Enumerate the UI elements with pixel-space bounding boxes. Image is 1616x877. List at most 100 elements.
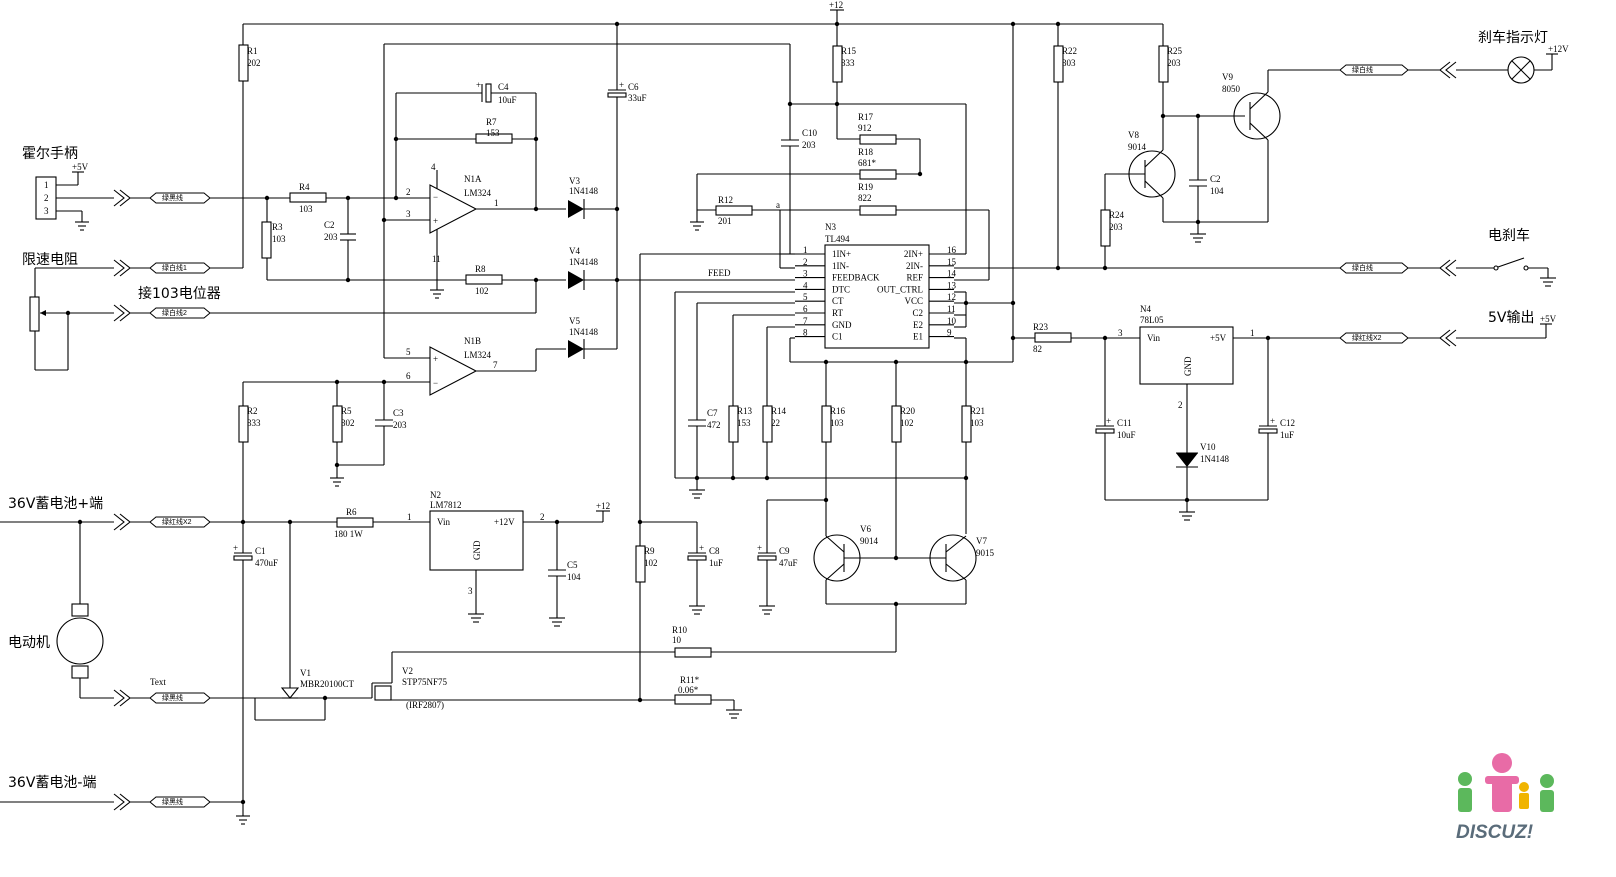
tl494-right-pin-label: C2 (912, 308, 923, 318)
tl494-wiring: a FEED (617, 24, 1058, 478)
svg-text:R15: R15 (841, 46, 857, 56)
tl494-left-pin-label: GND (832, 320, 852, 330)
svg-text:203: 203 (1109, 222, 1123, 232)
svg-text:9014: 9014 (1128, 142, 1147, 152)
svg-text:绿黑线: 绿黑线 (162, 797, 183, 806)
svg-text:+: + (699, 543, 704, 553)
svg-text:102: 102 (900, 418, 914, 428)
tl494-left-pin-label: C1 (832, 332, 843, 342)
svg-text:绿白线: 绿白线 (1352, 65, 1373, 74)
svg-text:绿黑线: 绿黑线 (162, 693, 183, 702)
svg-text:V4: V4 (569, 246, 580, 256)
tl494-left-pin-label: DTC (832, 284, 850, 294)
opamp-n1b: + − N1B LM324 5 6 7 (243, 43, 790, 396)
capacitor-c12: + C12 1uF (1258, 338, 1295, 500)
tl494-left-pin-number: 8 (803, 328, 808, 338)
brake-lamp-label: 刹车指示灯 (1478, 29, 1548, 46)
svg-text:绿白线: 绿白线 (1352, 263, 1373, 272)
svg-text:5: 5 (406, 347, 411, 357)
battery-plus-label: 36V蓄电池+端 (8, 496, 103, 512)
svg-text:1: 1 (1250, 328, 1255, 338)
tl494-left-pin-number: 5 (803, 292, 808, 302)
svg-text:MBR20100CT: MBR20100CT (300, 679, 355, 689)
tl494-left-pin-number: 4 (803, 280, 808, 290)
tl494-right-pin-number: 15 (947, 257, 957, 267)
svg-text:R19: R19 (858, 182, 874, 192)
regulator-n4: N4 78L05 Vin +5V GND 2 1 (1139, 304, 1340, 453)
pot-label: 接103电位器 (138, 285, 221, 302)
resistor-r22: R22 303 (1053, 24, 1077, 271)
svg-text:C11: C11 (1117, 418, 1132, 428)
svg-text:+: + (233, 543, 238, 553)
svg-text:180 1W: 180 1W (334, 529, 363, 539)
svg-text:绿白线1: 绿白线1 (162, 263, 187, 272)
svg-text:C1: C1 (255, 546, 266, 556)
svg-text:+: + (1106, 416, 1111, 426)
resistor-r5: R5 302 (332, 379, 355, 478)
resistor-r4: R4 103 (264, 182, 410, 214)
tl494-right-pin-label: E1 (913, 332, 923, 342)
svg-text:R23: R23 (1033, 322, 1049, 332)
svg-text:22: 22 (771, 418, 780, 428)
capacitor-c11: + C11 10uF (1095, 338, 1268, 501)
capacitor-c5: C5 104 (548, 522, 581, 627)
tl494-left-pin-number: 3 (803, 269, 808, 279)
svg-text:N3: N3 (825, 222, 836, 232)
tl494-right-pin-number: 12 (947, 292, 956, 302)
svg-text:302: 302 (341, 418, 355, 428)
motor: 电动机 绿黑线 Text (8, 522, 255, 707)
resistor-r11: R11* 0.06* (637, 675, 742, 719)
svg-text:0.06*: 0.06* (678, 685, 699, 695)
svg-text:V3: V3 (569, 176, 580, 186)
svg-text:8050: 8050 (1222, 84, 1241, 94)
resistor-r19: R19 822 (780, 182, 989, 216)
pot-connector: 接103电位器 绿白线2 (65, 280, 537, 322)
svg-text:LM324: LM324 (464, 188, 492, 198)
resistor-r10: R10 10 (672, 625, 896, 658)
svg-text:V6: V6 (860, 524, 871, 534)
svg-text:Vin: Vin (437, 517, 450, 527)
capacitor-c2-right: C2 104 (1189, 116, 1224, 243)
capacitor-c10: C10 203 (781, 44, 818, 254)
capacitor-c1: + C1 470uF (233, 522, 278, 802)
svg-text:33uF: 33uF (628, 93, 647, 103)
svg-text:C9: C9 (779, 546, 790, 556)
svg-text:104: 104 (1210, 186, 1224, 196)
tl494-left-pin-number: 2 (803, 257, 808, 267)
wire-connector-1: 绿黑线 (113, 189, 290, 207)
svg-text:C10: C10 (802, 128, 818, 138)
svg-text:R25: R25 (1167, 46, 1183, 56)
resistor-r3: R3 103 (261, 198, 466, 281)
svg-text:R3: R3 (272, 222, 283, 232)
svg-text:202: 202 (247, 58, 261, 68)
diode-v4: V4 1N4148 (568, 246, 617, 290)
svg-text:10uF: 10uF (1117, 430, 1136, 440)
feed-label: FEED (708, 268, 731, 278)
svg-text:103: 103 (272, 234, 286, 244)
svg-text:103: 103 (830, 418, 844, 428)
svg-text:103: 103 (299, 204, 313, 214)
svg-text:+: + (757, 543, 762, 553)
svg-text:102: 102 (644, 558, 658, 568)
capacitor-c3: C3 203 (330, 379, 407, 487)
plus12-top-label: +12 (829, 0, 843, 10)
capacitor-c4: + C4 10uF (395, 80, 537, 209)
tl494-right-pin-number: 10 (947, 316, 957, 326)
tl494-right-pin-label: REF (906, 273, 923, 283)
svg-text:47uF: 47uF (779, 558, 798, 568)
svg-text:822: 822 (858, 193, 872, 203)
svg-text:1: 1 (44, 180, 49, 190)
svg-text:R17: R17 (858, 112, 874, 122)
svg-text:201: 201 (718, 216, 732, 226)
diode-v3: V3 1N4148 (568, 176, 617, 219)
svg-text:R18: R18 (858, 147, 874, 157)
transistor-v7: V7 9015 (895, 534, 995, 652)
motor-label: 电动机 (8, 635, 50, 651)
diode-v1: V1 MBR20100CT (254, 522, 372, 721)
bottom-ground-bus (675, 475, 966, 499)
opamp-n1a: − + N1A LM324 2 3 4 11 1 (381, 162, 566, 299)
svg-text:+: + (619, 80, 624, 90)
svg-text:绿红线X2: 绿红线X2 (162, 517, 192, 526)
